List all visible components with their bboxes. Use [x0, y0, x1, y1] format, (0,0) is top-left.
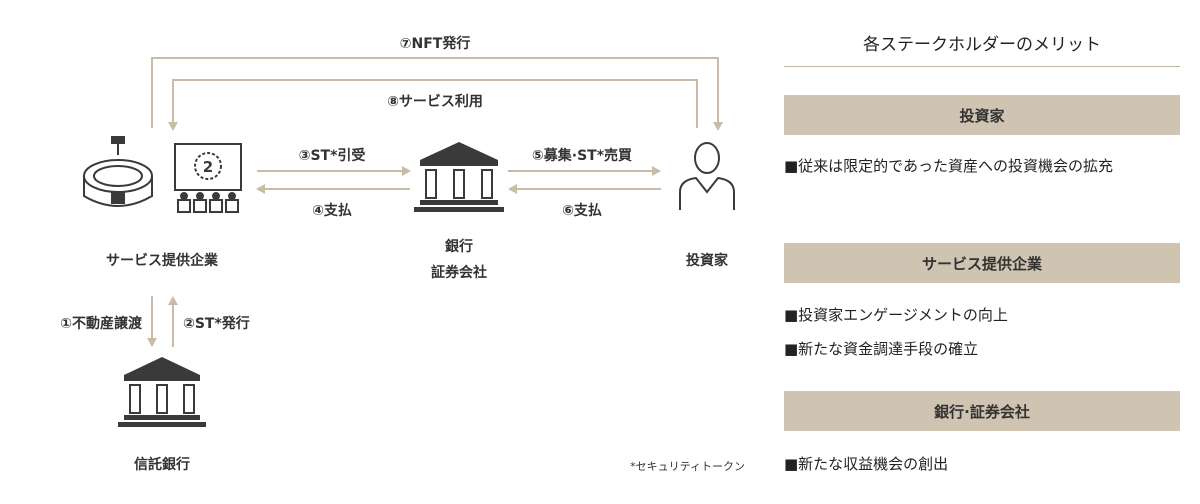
recruit-label: ⑤募集·ST*売買	[532, 147, 633, 164]
bank-label-line2: 証券会社	[431, 264, 487, 281]
flow-diagram: ⑦NFT発行 ⑧サービス利用 ③ST*引受 ④支払 ⑤募集·ST*売買 ⑥支払 …	[60, 35, 745, 473]
nft-arrowhead	[713, 122, 723, 131]
investor-merit-item: ■従来は限定的であった資産への投資機会の拡充	[784, 157, 1114, 175]
real-estate-arrowhead	[147, 338, 157, 347]
pay6-label: ⑥支払	[562, 202, 602, 219]
service-use-label: ⑧サービス利用	[387, 93, 483, 110]
screen-audience-icon: 2	[174, 143, 242, 213]
svg-text:2: 2	[203, 158, 213, 176]
panel-title: 各ステークホルダーのメリット	[863, 35, 1101, 55]
pay6-arrowhead	[508, 184, 517, 194]
bank-section-header: 銀行·証券会社	[784, 391, 1180, 431]
bank-building-icon	[414, 142, 504, 212]
service-use-arrowhead	[168, 122, 178, 131]
service-company-merit-item-1: ■投資家エンゲージメントの向上	[784, 306, 1008, 324]
service-use-arrow-line	[172, 79, 698, 128]
service-company-label: サービス提供企業	[106, 252, 219, 269]
panel-divider	[784, 66, 1180, 67]
st-underwrite-label: ③ST*引受	[299, 147, 366, 164]
investor-label: 投資家	[686, 252, 729, 269]
stadium-icon	[83, 136, 153, 207]
investor-person-icon	[679, 142, 735, 210]
real-estate-label: ①不動産譲渡	[60, 315, 143, 332]
bank-merit-item: ■新たな収益機会の創出	[784, 455, 949, 473]
recruit-arrowhead	[652, 166, 661, 176]
st-issue-arrowhead	[168, 296, 178, 305]
pay4-arrowhead	[256, 184, 265, 194]
service-company-merit-item-2: ■新たな資金調達手段の確立	[784, 340, 979, 358]
footnote: *セキュリティトークン	[630, 460, 745, 473]
trust-bank-label: 信託銀行	[134, 456, 190, 473]
service-company-section-header: サービス提供企業	[784, 243, 1180, 283]
st-underwrite-arrowhead	[402, 166, 411, 176]
bank-label-line1: 銀行	[445, 238, 473, 255]
trust-bank-building-icon	[118, 357, 206, 427]
investor-section-header: 投資家	[784, 95, 1180, 135]
nft-label: ⑦NFT発行	[400, 35, 471, 52]
nft-arrow-line	[151, 57, 719, 128]
pay4-label: ④支払	[312, 202, 352, 219]
st-issue-label: ②ST*発行	[183, 315, 250, 332]
